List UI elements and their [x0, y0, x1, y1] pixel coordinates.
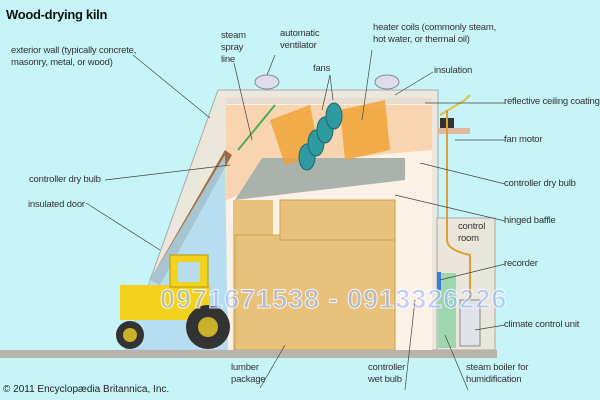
label-reflective-ceiling-coating: reflective ceiling coating [504, 96, 600, 107]
label-fan-motor: fan motor [504, 134, 543, 145]
recorder [437, 272, 441, 290]
floor [0, 350, 497, 358]
label-lumber-package: lumber package [231, 362, 266, 385]
label-steam-spray-line: steam spray line [221, 30, 246, 65]
fans [298, 102, 343, 171]
watermark: 0971671538 - 0913326226 [159, 284, 508, 315]
copyright: © 2011 Encyclopædia Britannica, Inc. [3, 384, 170, 395]
forklift-tractor [116, 254, 230, 349]
label-controller-dry-bulb-right: controller dry bulb [504, 178, 576, 189]
steam-spray-line [237, 104, 276, 151]
steam-pipe [446, 110, 471, 300]
lumber-package [234, 234, 396, 351]
label-climate-control-unit: climate control unit [504, 319, 580, 330]
label-fans: fans [313, 63, 331, 74]
insulation-layer [226, 98, 432, 104]
label-exterior-wall: exterior wall (typically concrete, mason… [11, 45, 137, 68]
lumber-stack-top [279, 199, 396, 241]
leader-lines [85, 49, 506, 391]
heater-coil-right [340, 100, 390, 160]
label-steam-boiler: steam boiler for humidification [466, 362, 529, 385]
label-automatic-ventilator: automatic ventilator [280, 28, 320, 51]
steam-boiler [438, 273, 456, 348]
label-controller-wet-bulb: controller wet bulb [368, 362, 406, 385]
diagram-title: Wood-drying kiln [6, 7, 108, 22]
ventilator-left [254, 74, 280, 90]
railing [439, 94, 471, 116]
label-insulated-door: insulated door [28, 199, 85, 210]
label-control-room: control room [458, 221, 486, 244]
label-insulation: insulation [434, 65, 473, 76]
motor-platform [438, 128, 470, 134]
label-controller-dry-bulb-left: controller dry bulb [29, 174, 101, 185]
label-recorder: recorder [504, 258, 538, 269]
label-heater-coils: heater coils (commonly steam, hot water,… [373, 22, 497, 45]
hinged-baffle [235, 158, 405, 200]
ventilator-right [374, 74, 400, 90]
label-hinged-baffle: hinged baffle [504, 215, 556, 226]
